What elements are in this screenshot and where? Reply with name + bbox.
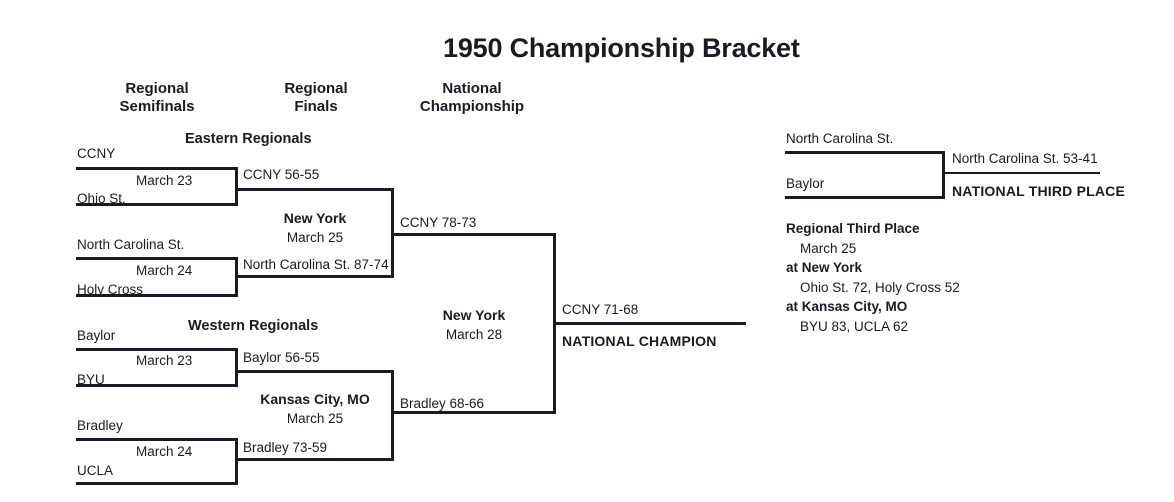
site-east-final: New York <box>283 210 347 226</box>
bracket-line <box>76 257 238 260</box>
bracket-line <box>76 294 238 297</box>
third-place-line <box>944 172 1100 174</box>
regional-third-place-game-2: BYU 83, UCLA 62 <box>800 319 909 334</box>
game-date-championship: March 28 <box>445 327 503 342</box>
bracket-connector <box>235 348 238 387</box>
site-championship: New York <box>442 307 506 323</box>
column-header-regional-semifinals: Regional Semifinals <box>119 80 195 115</box>
team-ucla: UCLA <box>77 463 114 478</box>
bracket-line <box>76 348 238 351</box>
regional-third-place-heading: Regional Third Place <box>786 221 920 236</box>
regional-third-place-game-1: Ohio St. 72, Holy Cross 52 <box>800 280 960 295</box>
result-east-sf2: North Carolina St. 87-74 <box>243 257 389 272</box>
team-holy-cross: Holy Cross <box>77 282 144 297</box>
result-west-sf1: Baylor 56-55 <box>243 350 320 365</box>
third-place-team-top: North Carolina St. <box>786 131 894 146</box>
bracket-line <box>785 196 945 199</box>
game-date-west-final: March 25 <box>286 411 344 426</box>
bracket-line <box>236 188 394 191</box>
result-championship: CCNY 71-68 <box>562 302 639 317</box>
national-third-place-label: NATIONAL THIRD PLACE <box>952 183 1126 199</box>
bracket-line <box>236 275 394 278</box>
bracket-line <box>76 438 238 441</box>
bracket-line <box>76 203 238 206</box>
bracket-line <box>236 458 394 461</box>
bracket-line <box>236 370 394 373</box>
result-east-final: CCNY 78-73 <box>400 215 477 230</box>
team-bradley: Bradley <box>77 418 123 433</box>
site-west-final: Kansas City, MO <box>260 391 370 407</box>
champion-line <box>554 322 746 325</box>
bracket-line <box>76 384 238 387</box>
region-heading-eastern: Eastern Regionals <box>185 131 312 147</box>
team-byu: BYU <box>77 372 105 387</box>
column-header-regional-finals: Regional Finals <box>284 80 348 115</box>
result-west-sf2: Bradley 73-59 <box>243 440 328 455</box>
game-date-east-sf1: March 23 <box>136 173 193 188</box>
game-date-west-sf1: March 23 <box>136 353 193 368</box>
third-place-team-bottom: Baylor <box>786 176 825 191</box>
regional-third-place-venue-1: at New York <box>786 260 863 275</box>
game-date-east-final: March 25 <box>286 230 344 245</box>
bracket-line <box>76 482 238 485</box>
game-date-west-sf2: March 24 <box>136 444 193 459</box>
column-header-national-championship: National Championship <box>419 80 525 115</box>
region-heading-western: Western Regionals <box>188 318 319 334</box>
team-ccny: CCNY <box>77 146 116 161</box>
bracket-connector <box>391 370 394 461</box>
team-north-carolina-st: North Carolina St. <box>77 237 185 252</box>
regional-third-place-venue-2: at Kansas City, MO <box>786 299 908 314</box>
bracket-connector <box>942 151 945 199</box>
bracket-line <box>76 167 238 170</box>
result-east-sf1: CCNY 56-55 <box>243 167 320 182</box>
bracket-line <box>785 151 945 154</box>
bracket-connector <box>235 167 238 206</box>
result-third-place: North Carolina St. 53-41 <box>952 151 1098 166</box>
team-ohio-st: Ohio St. <box>77 191 126 206</box>
bracket-connector <box>235 438 238 485</box>
national-champion-label: NATIONAL CHAMPION <box>562 333 717 349</box>
bracket-line <box>392 233 556 236</box>
team-baylor: Baylor <box>77 328 116 343</box>
result-west-final: Bradley 68-66 <box>400 396 485 411</box>
game-date-east-sf2: March 24 <box>136 263 193 278</box>
page-title: 1950 Championship Bracket <box>443 33 800 63</box>
regional-third-place-date: March 25 <box>800 241 857 256</box>
bracket-line <box>392 411 556 414</box>
